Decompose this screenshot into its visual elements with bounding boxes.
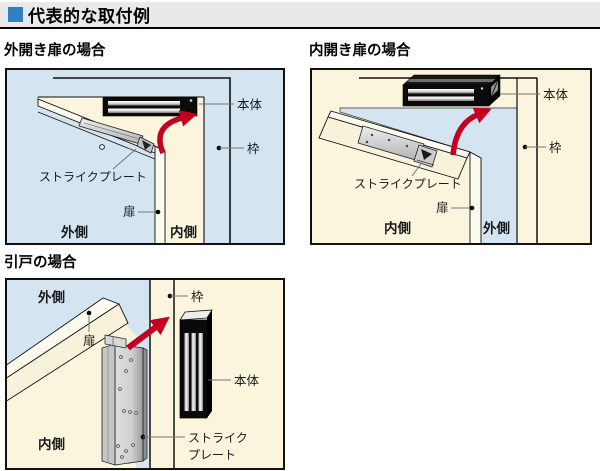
panel-border — [5, 278, 285, 470]
door-lock-edge — [469, 151, 482, 245]
label-door: 扉 — [436, 201, 449, 215]
slide-arrow — [126, 316, 170, 351]
panel-border — [310, 68, 592, 245]
strike-plate — [78, 117, 155, 154]
label-body: 本体 — [237, 98, 263, 112]
label-strike-plate: ストライクプレート — [39, 170, 147, 184]
indicator-dot — [480, 87, 484, 90]
magnet-body — [402, 74, 501, 107]
panel-border — [5, 68, 285, 245]
label-door: 扉 — [123, 205, 136, 219]
label-outside: 外側 — [38, 289, 65, 305]
magnet-body — [179, 309, 213, 419]
label-frame: 枠 — [191, 290, 204, 304]
label-outside: 外側 — [61, 224, 88, 240]
screw-holes — [116, 355, 138, 459]
strike-plate — [101, 334, 148, 466]
panel-title-inward: 内開き扉の場合 — [309, 43, 411, 59]
plate-hook — [104, 334, 127, 349]
outside-area — [5, 68, 285, 245]
leader-dot-door — [86, 310, 92, 316]
label-strike-plate: ストライクプレート — [354, 177, 462, 191]
swing-arrow — [157, 110, 198, 155]
diagram-inward-door: 本体 枠 ストライクプレート 扉 内側 外側 — [310, 68, 592, 245]
door-face-line — [37, 111, 156, 160]
panel-title-sliding: 引戸の場合 — [4, 255, 77, 271]
indicator-dot — [189, 99, 193, 102]
strike-plate — [357, 125, 438, 168]
magnet-body — [102, 96, 198, 117]
label-door: 扉 — [83, 334, 96, 348]
sliding-door — [5, 297, 129, 403]
diagram-outward-door: 本体 枠 ストライクプレート 扉 外側 内側 — [5, 68, 285, 245]
leader-dot-door — [155, 209, 161, 215]
door-lock-edge — [154, 145, 166, 245]
outside-area — [5, 278, 150, 470]
frame-line — [53, 77, 231, 245]
section-title: 代表的な取付例 — [28, 7, 151, 26]
leader-dot-door — [469, 205, 475, 211]
label-inside: 内側 — [38, 436, 65, 452]
label-frame: 枠 — [549, 141, 562, 155]
door-face — [5, 303, 129, 403]
plate-flange — [101, 343, 116, 466]
leader-strike-plate — [411, 163, 422, 177]
label-inside: 内側 — [170, 224, 197, 240]
label-frame: 枠 — [247, 142, 260, 156]
label-inside: 内側 — [384, 220, 411, 236]
label-body: 本体 — [234, 374, 260, 388]
label-strike-plate-line1: ストライク — [188, 431, 248, 445]
label-body: 本体 — [543, 88, 569, 102]
panel-title-outward: 外開き扉の場合 — [4, 43, 106, 59]
swing-arrow — [450, 107, 492, 156]
label-outside: 外側 — [483, 220, 510, 236]
diagram-sliding-door: 外側 枠 扉 本体 ストライク プレート 内側 — [5, 278, 285, 470]
section-header: 代表的な取付例 — [0, 2, 600, 29]
accent-square-icon — [8, 7, 23, 22]
screw-hole — [99, 144, 105, 150]
leader-strike-plate — [112, 148, 137, 170]
label-strike-plate-line2: プレート — [188, 448, 236, 462]
